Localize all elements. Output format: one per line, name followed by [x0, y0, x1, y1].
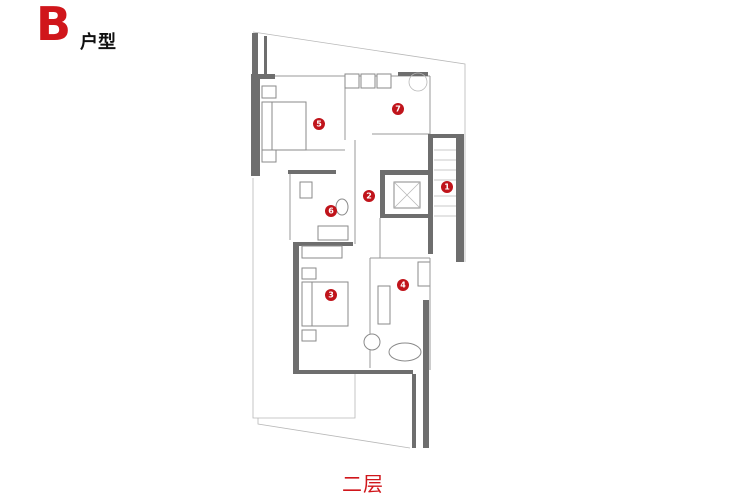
- bedroom3-west-wall: [293, 244, 299, 374]
- core-north-wall: [380, 170, 428, 175]
- bedroom5-north-wall: [251, 74, 275, 79]
- nightstand: [261, 149, 277, 163]
- room-marker-6: 6: [325, 205, 337, 217]
- unit-type-letter: B: [36, 0, 72, 51]
- wardrobe: [301, 245, 343, 259]
- wardrobe-unit: [376, 73, 392, 89]
- terrace-outline-top: [252, 31, 466, 262]
- bath6-north-wall: [288, 170, 336, 174]
- nightstand: [301, 267, 317, 280]
- north-balcony-wall: [398, 72, 428, 76]
- nightstand: [301, 329, 317, 342]
- terrace-outline-bottom: [257, 418, 411, 449]
- room-marker-1: 1: [441, 181, 453, 193]
- bed-room3-headboard: [301, 281, 313, 327]
- wardrobe-unit: [344, 73, 360, 89]
- east-balcony-rail: [412, 374, 416, 448]
- east-balcony-wall: [423, 300, 429, 448]
- bedroom3-north-wall: [293, 242, 353, 246]
- room-marker-4: 4: [397, 279, 409, 291]
- svg-text:4: 4: [400, 281, 406, 290]
- vanity: [377, 285, 391, 325]
- bedroom5-west-wall: [251, 76, 260, 176]
- stair-west-wall: [428, 134, 433, 254]
- bathtub: [388, 342, 422, 362]
- plant-icon: [408, 72, 428, 92]
- terrace-outline-left: [252, 178, 356, 419]
- svg-text:7: 7: [395, 105, 401, 114]
- core-south-wall: [380, 214, 428, 218]
- nightstand: [261, 85, 277, 99]
- elevator-cross: [393, 181, 421, 209]
- core-west-wall: [380, 170, 385, 218]
- vanity: [317, 225, 349, 241]
- floor-label: 二层: [342, 472, 384, 496]
- room-marker-5: 5: [313, 118, 325, 130]
- wardrobe-unit: [360, 73, 376, 89]
- room-marker-3: 3: [325, 289, 337, 301]
- balcony-rail: [264, 36, 267, 74]
- south-wall: [293, 370, 413, 374]
- toilet: [335, 198, 349, 216]
- svg-text:5: 5: [316, 120, 322, 129]
- svg-text:6: 6: [328, 207, 334, 216]
- svg-text:3: 3: [328, 291, 334, 300]
- svg-text:1: 1: [444, 183, 450, 192]
- unit-type-label: 户型: [80, 32, 116, 53]
- bed-room5-headboard: [261, 101, 273, 151]
- washbasin: [299, 181, 313, 199]
- shower: [417, 261, 431, 287]
- room-marker-2: 2: [363, 190, 375, 202]
- armchair: [363, 333, 381, 351]
- stair-north-wall: [428, 134, 464, 138]
- balcony-wall: [252, 33, 258, 77]
- stair-east-wall: [456, 134, 464, 262]
- room-marker-7: 7: [392, 103, 404, 115]
- svg-text:2: 2: [366, 192, 372, 201]
